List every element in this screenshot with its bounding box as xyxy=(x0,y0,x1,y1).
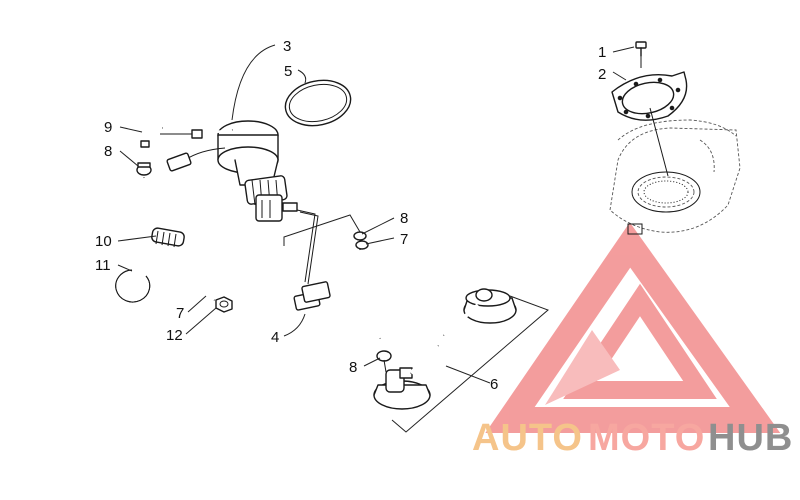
fuel-hose-middle xyxy=(353,231,384,339)
callout-7-middle: 7 xyxy=(400,231,408,248)
wordmark-auto: AUTO xyxy=(472,417,583,459)
callout-8-lower: 8 xyxy=(349,359,357,376)
callout-3: 3 xyxy=(283,38,291,55)
callout-labels: 1 2 3 5 9 8 10 11 7 12 4 8 7 8 6 xyxy=(95,38,606,393)
callout-10: 10 xyxy=(95,233,112,250)
callout-9: 9 xyxy=(104,119,112,136)
mounting-gasket xyxy=(611,71,688,121)
callout-7-left: 7 xyxy=(176,305,184,322)
o-ring xyxy=(284,79,352,127)
callout-5: 5 xyxy=(284,63,292,80)
wordmark-moto: MOTO xyxy=(588,417,705,459)
screw xyxy=(635,41,647,57)
callout-2: 2 xyxy=(598,66,606,83)
callout-6: 6 xyxy=(490,376,498,393)
callout-1: 1 xyxy=(598,44,606,61)
fuel-level-sender xyxy=(293,209,331,311)
snap-ring xyxy=(115,269,151,303)
leader-lines xyxy=(117,44,635,367)
automotohub-wordmark: AUTO MOTO HUB xyxy=(472,417,793,459)
fuel-hose-with-sleeve xyxy=(141,177,216,303)
clamp-nut xyxy=(215,296,233,313)
clamp-lower xyxy=(376,350,392,362)
fuel-pump-assembly xyxy=(166,120,298,222)
elbow-fitting xyxy=(140,126,203,148)
clamp-left xyxy=(136,162,152,176)
fuel-tank-outline xyxy=(609,56,741,235)
wordmark-hub: HUB xyxy=(708,417,793,459)
callout-4: 4 xyxy=(271,329,279,346)
callout-11: 11 xyxy=(95,257,111,274)
callout-8-middle: 8 xyxy=(400,210,408,227)
automotohub-logo xyxy=(485,222,781,433)
callout-8-left: 8 xyxy=(104,143,112,160)
bracket-lines xyxy=(283,214,549,433)
callout-12: 12 xyxy=(166,327,183,344)
fuel-pickup-assembly xyxy=(373,288,517,410)
